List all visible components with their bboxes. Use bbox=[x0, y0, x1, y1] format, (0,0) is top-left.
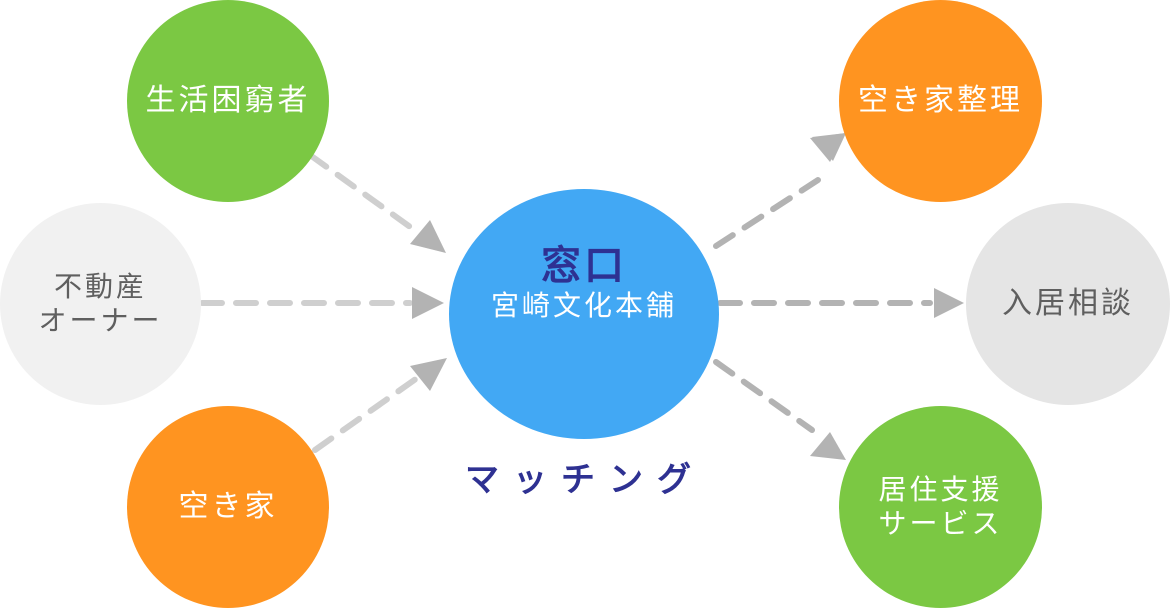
node-poverty: 生活困窮者 bbox=[127, 0, 329, 202]
node-poverty-label: 生活困窮者 bbox=[145, 83, 311, 118]
center-title: 窓口 bbox=[541, 243, 627, 289]
arrow-center-to-support bbox=[713, 359, 846, 460]
node-vacant: 空き家 bbox=[127, 406, 329, 608]
node-vacant-label: 空き家 bbox=[178, 489, 278, 524]
node-cleanup: 空き家整理 bbox=[839, 0, 1042, 202]
matching-caption: マッチング bbox=[465, 460, 705, 500]
arrow-vacant-to-center bbox=[312, 358, 447, 453]
arrow-poverty-to-center bbox=[307, 152, 446, 253]
node-consult: 入居相談 bbox=[966, 203, 1170, 405]
node-support-label-2: サービス bbox=[878, 507, 1003, 540]
node-owner: 不動産 オーナー bbox=[0, 203, 201, 405]
node-owner-label-2: オーナー bbox=[38, 304, 163, 337]
node-cleanup-label: 空き家整理 bbox=[858, 83, 1023, 118]
node-center-window: 窓口 宮崎文化本舗 bbox=[449, 189, 719, 439]
center-subtitle: 宮崎文化本舗 bbox=[490, 289, 677, 322]
node-support-label-1: 居住支援 bbox=[878, 473, 1003, 506]
node-support: 居住支援 サービス bbox=[839, 406, 1042, 608]
node-owner-label-1: 不動産 bbox=[53, 270, 147, 303]
arrow-center-to-cleanup bbox=[713, 133, 846, 249]
arrow-owner-to-center bbox=[199, 287, 444, 319]
arrow-center-to-consult bbox=[717, 288, 964, 318]
node-consult-label: 入居相談 bbox=[1002, 286, 1134, 321]
